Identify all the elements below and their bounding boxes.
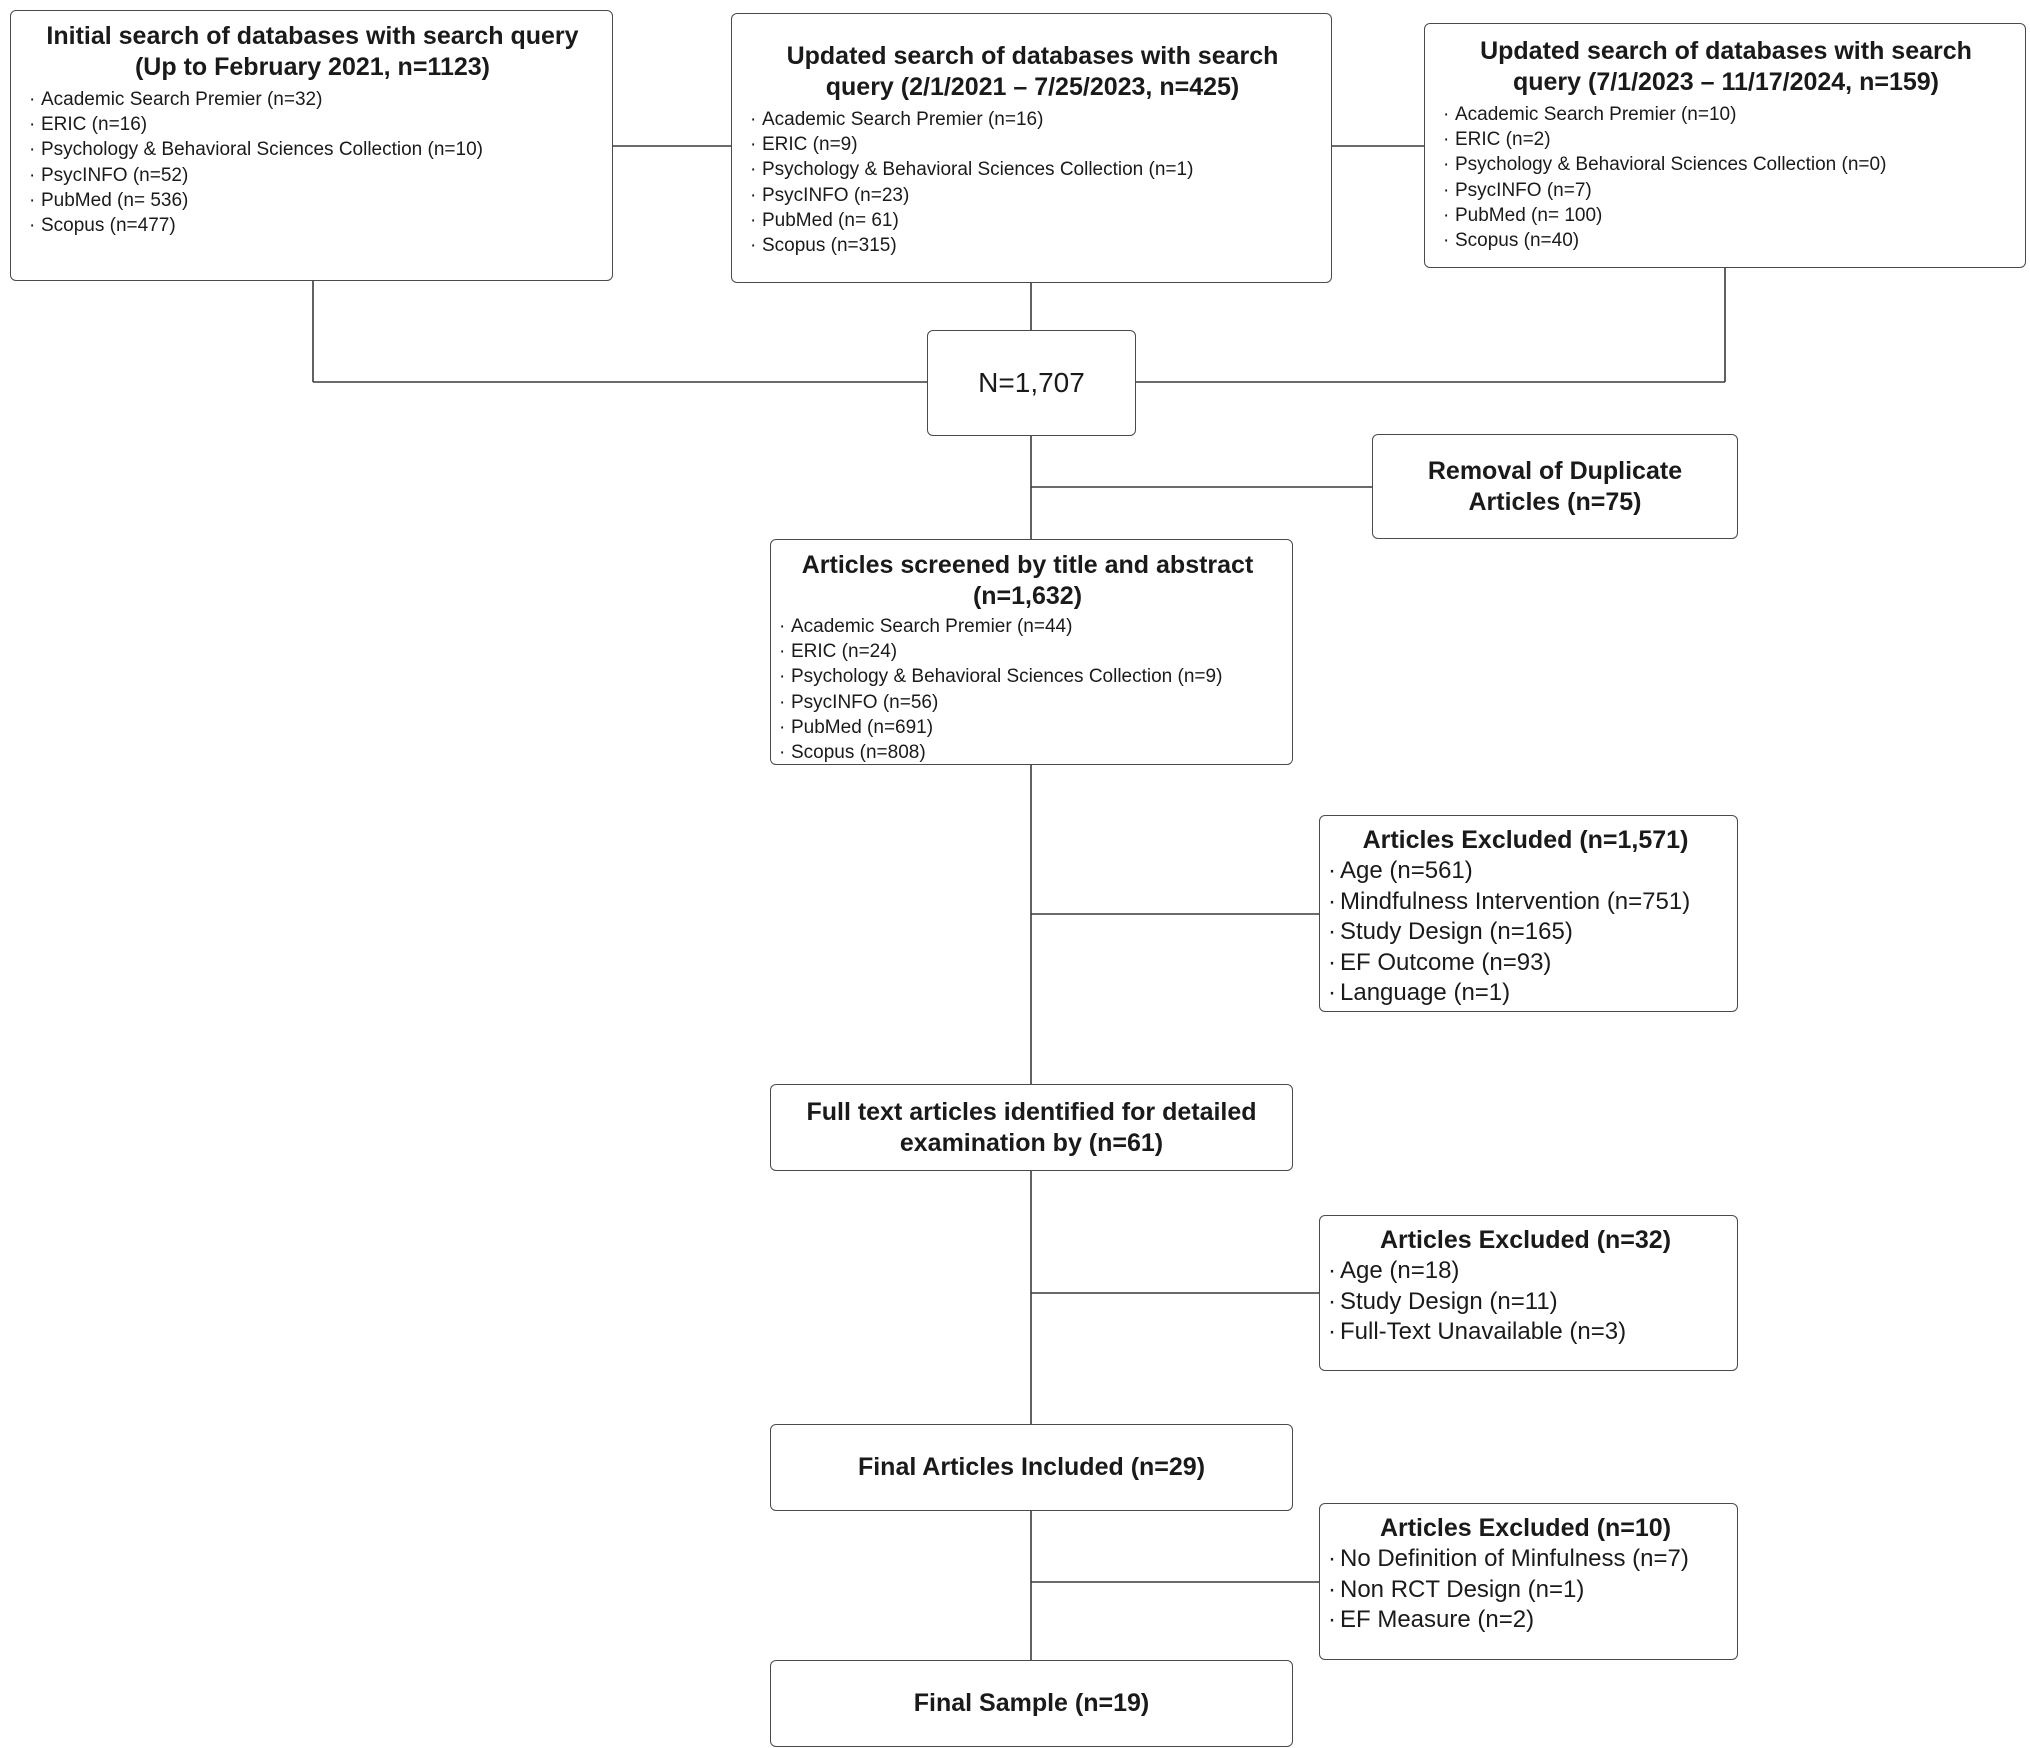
final-included-title: Final Articles Included (n=29) <box>857 1453 1206 1481</box>
list-item: Non RCT Design (n=1) <box>1326 1575 1725 1606</box>
list-item: ERIC (n=2) <box>1441 127 2011 152</box>
excluded-box-1: Articles Excluded (n=1,571) Age (n=561) … <box>1319 815 1738 1012</box>
list-item: PsycINFO (n=56) <box>777 690 1278 715</box>
list-item: PubMed (n= 61) <box>748 208 1317 233</box>
list-item: PsycINFO (n=52) <box>27 163 598 188</box>
list-item: Scopus (n=477) <box>27 213 598 238</box>
updated-search-1-title: Updated search of databases with search … <box>786 42 1279 101</box>
total-records-box: N=1,707 <box>927 330 1136 436</box>
excluded-box-2: Articles Excluded (n=32) Age (n=18) Stud… <box>1319 1215 1738 1371</box>
final-included-box: Final Articles Included (n=29) <box>770 1424 1293 1511</box>
final-sample-box: Final Sample (n=19) <box>770 1660 1293 1747</box>
excluded-box-3: Articles Excluded (n=10) No Definition o… <box>1319 1503 1738 1660</box>
list-item: ERIC (n=9) <box>748 132 1317 157</box>
initial-search-list: Academic Search Premier (n=32) ERIC (n=1… <box>27 87 598 238</box>
list-item: Psychology & Behavioral Sciences Collect… <box>27 137 598 162</box>
excluded-1-list: Age (n=561) Mindfulness Intervention (n=… <box>1326 856 1725 1009</box>
excluded-2-list: Age (n=18) Study Design (n=11) Full-Text… <box>1326 1256 1725 1348</box>
list-item: PsycINFO (n=23) <box>748 183 1317 208</box>
list-item: Age (n=561) <box>1326 856 1725 887</box>
screened-box: Articles screened by title and abstract … <box>770 539 1293 765</box>
list-item: Study Design (n=165) <box>1326 917 1725 948</box>
duplicates-box: Removal of Duplicate Articles (n=75) <box>1372 434 1738 539</box>
list-item: Scopus (n=40) <box>1441 228 2011 253</box>
updated-search-1-list: Academic Search Premier (n=16) ERIC (n=9… <box>748 107 1317 258</box>
list-item: Study Design (n=11) <box>1326 1287 1725 1318</box>
excluded-3-title: Articles Excluded (n=10) <box>1379 1514 1672 1542</box>
list-item: Language (n=1) <box>1326 978 1725 1009</box>
list-item: EF Measure (n=2) <box>1326 1605 1725 1636</box>
list-item: No Definition of Minfulness (n=7) <box>1326 1544 1725 1575</box>
initial-search-title: Initial search of databases with search … <box>46 22 579 81</box>
full-text-box: Full text articles identified for detail… <box>770 1084 1293 1171</box>
full-text-title: Full text articles identified for detail… <box>806 1097 1257 1157</box>
updated-search-box-2: Updated search of databases with search … <box>1424 23 2026 268</box>
excluded-2-title: Articles Excluded (n=32) <box>1379 1226 1672 1254</box>
list-item: Psychology & Behavioral Sciences Collect… <box>748 157 1317 182</box>
list-item: Age (n=18) <box>1326 1256 1725 1287</box>
list-item: Psychology & Behavioral Sciences Collect… <box>1441 152 2011 177</box>
updated-search-box-1: Updated search of databases with search … <box>731 13 1332 283</box>
list-item: ERIC (n=16) <box>27 112 598 137</box>
list-item: PubMed (n= 100) <box>1441 203 2011 228</box>
list-item: PsycINFO (n=7) <box>1441 178 2011 203</box>
updated-search-2-title: Updated search of databases with search … <box>1480 37 1972 96</box>
list-item: Academic Search Premier (n=10) <box>1441 102 2011 127</box>
total-records-label: N=1,707 <box>978 367 1085 398</box>
list-item: Academic Search Premier (n=44) <box>777 614 1278 639</box>
list-item: Psychology & Behavioral Sciences Collect… <box>777 664 1278 689</box>
excluded-1-title: Articles Excluded (n=1,571) <box>1362 826 1689 854</box>
final-sample-title: Final Sample (n=19) <box>913 1689 1150 1717</box>
excluded-3-list: No Definition of Minfulness (n=7) Non RC… <box>1326 1544 1725 1636</box>
list-item: PubMed (n=691) <box>777 715 1278 740</box>
screened-list: Academic Search Premier (n=44) ERIC (n=2… <box>777 614 1278 764</box>
list-item: Scopus (n=808) <box>777 740 1278 764</box>
initial-search-box: Initial search of databases with search … <box>10 10 613 281</box>
list-item: Full-Text Unavailable (n=3) <box>1326 1317 1725 1348</box>
list-item: Mindfulness Intervention (n=751) <box>1326 887 1725 918</box>
list-item: Academic Search Premier (n=32) <box>27 87 598 112</box>
duplicates-title: Removal of Duplicate Articles (n=75) <box>1427 456 1683 516</box>
list-item: EF Outcome (n=93) <box>1326 948 1725 979</box>
list-item: ERIC (n=24) <box>777 639 1278 664</box>
screened-title: Articles screened by title and abstract … <box>801 551 1254 610</box>
list-item: Scopus (n=315) <box>748 233 1317 258</box>
updated-search-2-list: Academic Search Premier (n=10) ERIC (n=2… <box>1441 102 2011 253</box>
list-item: PubMed (n= 536) <box>27 188 598 213</box>
list-item: Academic Search Premier (n=16) <box>748 107 1317 132</box>
